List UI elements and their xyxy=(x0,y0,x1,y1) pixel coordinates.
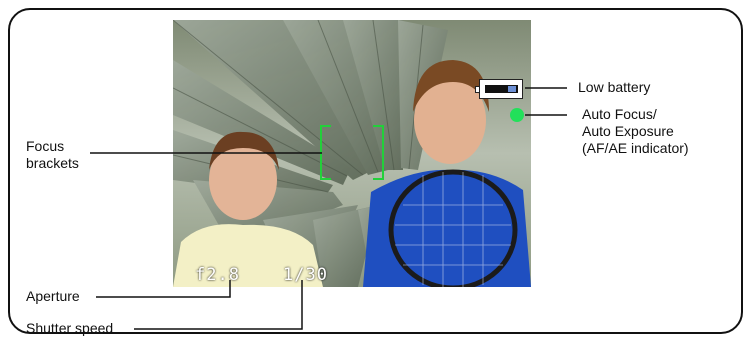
low-battery-label: Low battery xyxy=(578,79,650,96)
aperture-leader xyxy=(96,280,230,297)
focus-brackets-label-line1: Focus xyxy=(26,138,79,155)
af-ae-label-line1: Auto Focus/ xyxy=(582,106,689,123)
focus-brackets-label-line2: brackets xyxy=(26,155,79,172)
focus-brackets-label: Focus brackets xyxy=(26,138,79,172)
shutter-speed-leader xyxy=(134,280,302,329)
shutter-speed-label: Shutter speed xyxy=(26,320,113,337)
af-ae-label-line3: (AF/AE indicator) xyxy=(582,140,689,157)
aperture-label: Aperture xyxy=(26,288,80,305)
af-ae-label-line2: Auto Exposure xyxy=(582,123,689,140)
af-ae-label: Auto Focus/ Auto Exposure (AF/AE indicat… xyxy=(582,106,689,157)
